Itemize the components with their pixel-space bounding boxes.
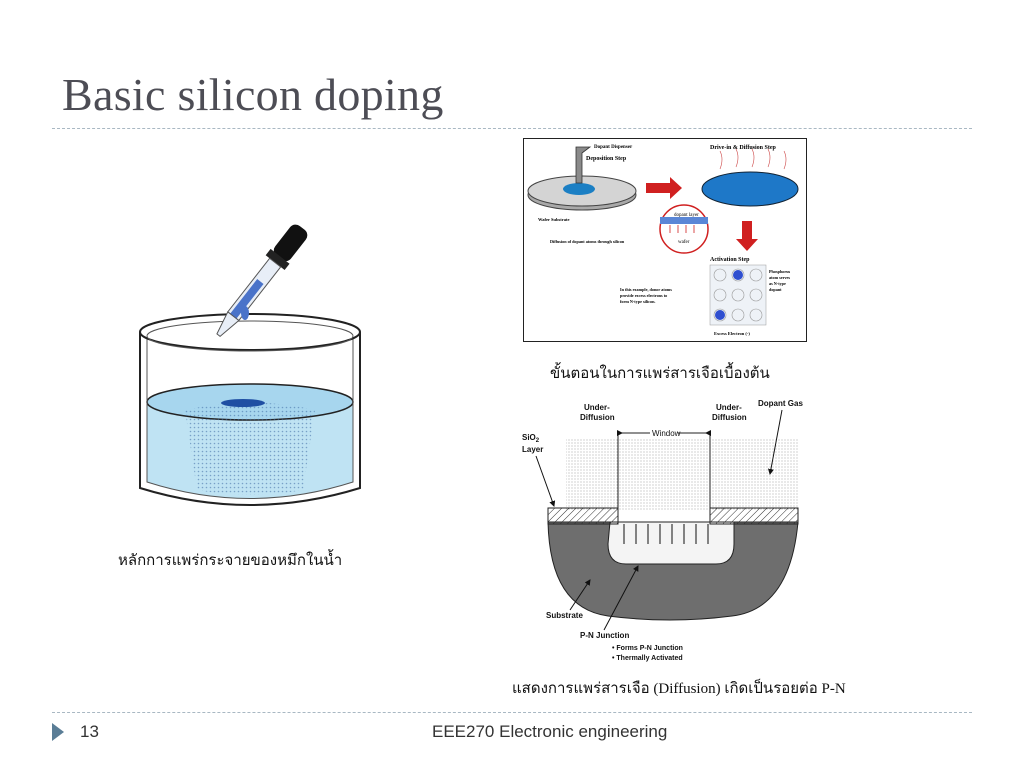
drive-in-label: Drive-in & Diffusion Step	[710, 145, 776, 151]
page-number: 13	[80, 722, 99, 741]
example-note-2: provide excess electrons to	[620, 293, 667, 298]
deposition-label: Deposition Step	[586, 156, 627, 162]
footer-course: EEE270 Electronic engineering	[432, 722, 668, 741]
window-label: Window	[652, 429, 681, 438]
dispenser-label: Dopant Dispenser	[594, 145, 633, 150]
sio2-label: SiO2	[522, 433, 540, 444]
doping-steps-figure: Dopant Dispenser Deposition Step Wafer S…	[523, 138, 807, 342]
pn-junction-illustration: Window Under- Diffusion Under- Diffusion…	[522, 399, 803, 662]
under-diffusion-right-label-2: Diffusion	[712, 413, 747, 422]
activation-label: Activation Step	[710, 257, 750, 263]
step-arrow-right-icon	[646, 177, 682, 199]
top-right-caption: ขั้นตอนในการแพร่สารเจือเบื้องต้น	[550, 366, 770, 382]
title-divider	[52, 128, 972, 129]
phos-note-1: Phosphorus	[769, 269, 791, 274]
example-note-1: In this example, donor atoms	[620, 287, 672, 292]
excess-electron-label: Excess Electron (-)	[714, 331, 750, 336]
dopant-layer-label: dopant layer	[674, 213, 699, 218]
left-caption: หลักการแพร่กระจายของหมึกในน้ำ	[118, 553, 343, 569]
pn-bullet-1: • Forms P-N Junction	[612, 645, 683, 652]
wafer-label: wafer	[678, 240, 690, 245]
ink-diffusion-figure	[125, 170, 375, 520]
substrate-label: Substrate	[546, 611, 583, 620]
pn-junction-figure: Window Under- Diffusion Under- Diffusion…	[520, 394, 810, 664]
beaker-dropper-illustration	[139, 224, 361, 506]
phos-note-2: atom serves	[769, 275, 790, 280]
pn-junction-label: P-N Junction	[580, 631, 629, 640]
nav-triangle-icon	[52, 723, 64, 741]
under-diffusion-left-label-2: Diffusion	[580, 413, 615, 422]
pn-bullet-2: • Thermally Activated	[612, 655, 683, 662]
under-diffusion-left-label-1: Under-	[584, 403, 610, 412]
wafer-substrate-label: Wafer Substrate	[538, 217, 570, 222]
bottom-right-caption: แสดงการแพร่สารเจือ (Diffusion) เกิดเป็นร…	[512, 681, 846, 697]
example-note-3: form N-type silicon.	[620, 299, 655, 304]
phos-note-4: dopant	[769, 287, 782, 292]
step-arrow-down-icon	[736, 221, 758, 251]
layer-label: Layer	[522, 445, 543, 454]
footer-divider	[52, 712, 972, 713]
diffusion-note: Diffusion of dopant atoms through silico…	[550, 239, 625, 244]
slide-title: Basic silicon doping	[62, 69, 444, 120]
phos-note-3: as N-type	[769, 281, 786, 286]
dopant-gas-label: Dopant Gas	[758, 399, 803, 408]
doping-steps-illustration: Dopant Dispenser Deposition Step Wafer S…	[527, 145, 799, 336]
under-diffusion-right-label-1: Under-	[716, 403, 742, 412]
